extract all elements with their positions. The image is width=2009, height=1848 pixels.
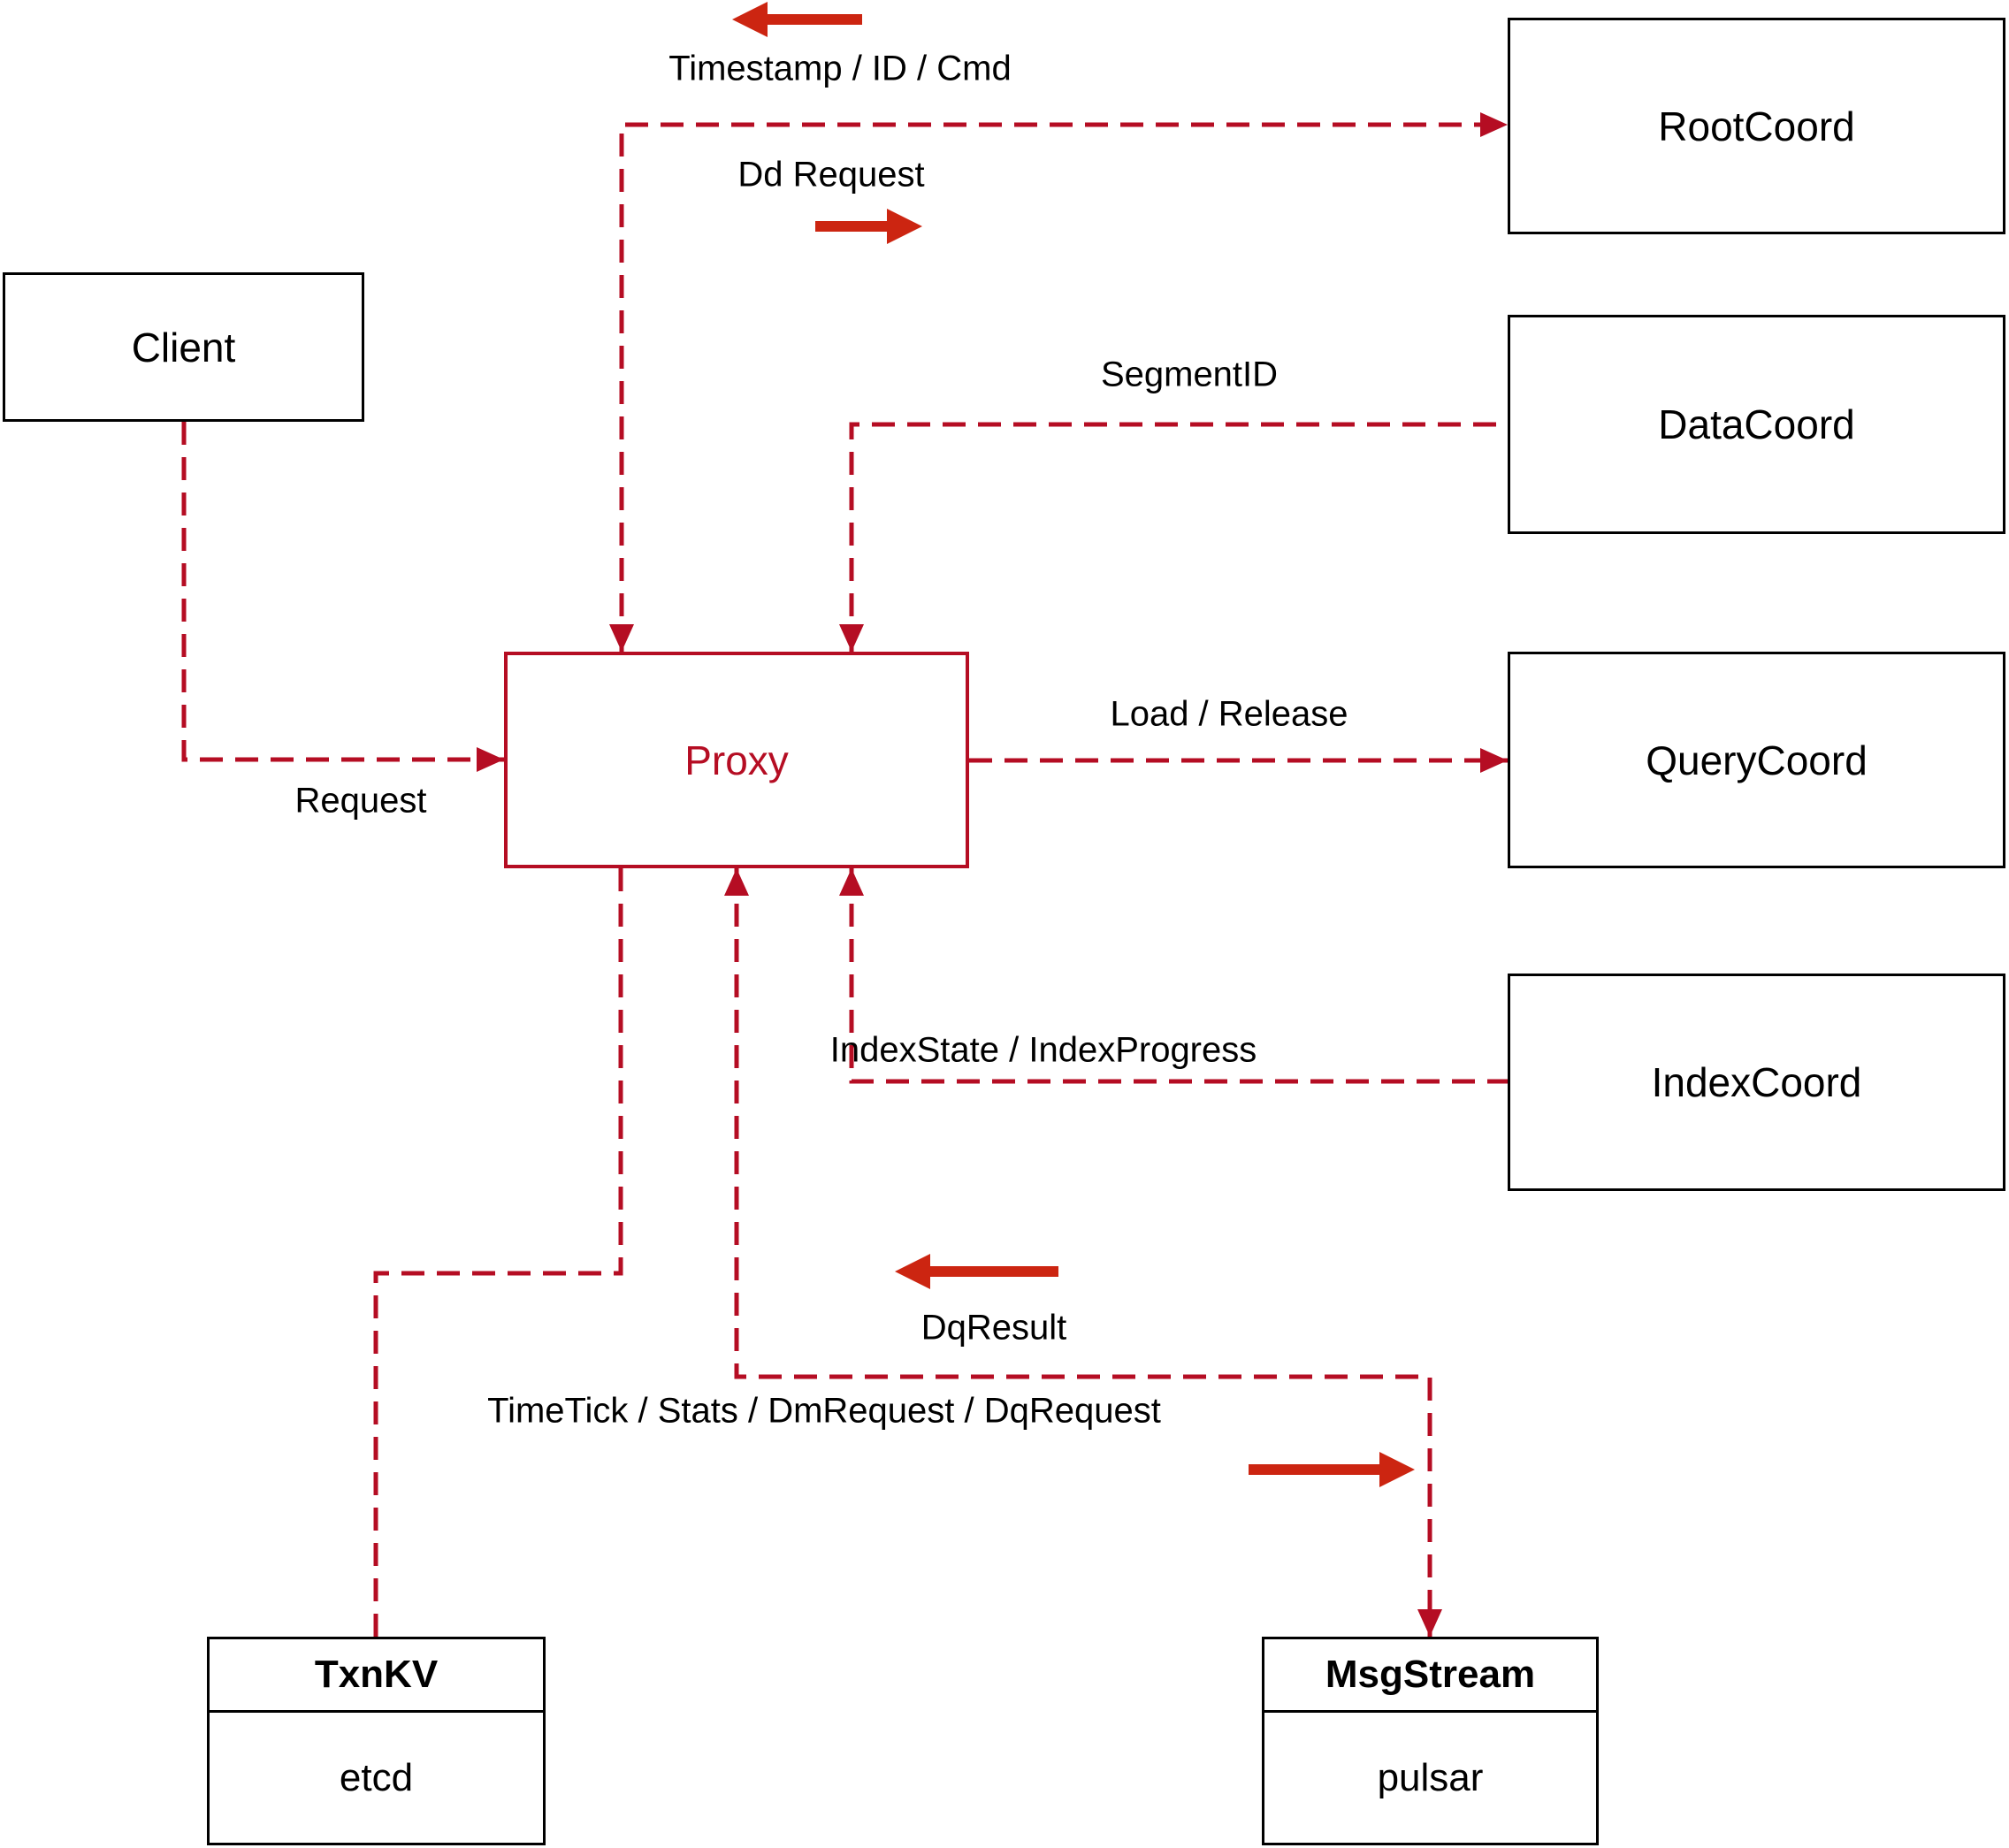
- left-direction-arrow-icon: [895, 1254, 1058, 1289]
- arrowhead-into-proxy-bottom-mid: [724, 868, 749, 896]
- arrowhead-into-proxy-left: [477, 747, 504, 772]
- edge-label-timestamp-id-cmd: Timestamp / ID / Cmd: [668, 49, 1012, 88]
- arrowhead-into-proxy-top-right: [839, 624, 864, 652]
- node-rootcoord: RootCoord: [1508, 18, 2005, 234]
- arrowhead-into-proxy-bottom-right: [839, 868, 864, 896]
- edge-label-segment-id: SegmentID: [1100, 355, 1279, 394]
- node-datacoord: DataCoord: [1508, 315, 2005, 534]
- edge-indexcoord-proxy: [849, 868, 1508, 1084]
- node-rootcoord-label: RootCoord: [1658, 103, 1855, 149]
- left-direction-arrow-icon: [732, 2, 862, 37]
- edge-label-timetick-stats-dmrequest-dqrequest: TimeTick / Stats / DmRequest / DqRequest: [487, 1391, 1161, 1431]
- arrowhead-into-rootcoord: [1480, 112, 1508, 137]
- edge-label-load-release: Load / Release: [1110, 694, 1348, 734]
- node-proxy-label: Proxy: [684, 737, 789, 783]
- node-datacoord-label: DataCoord: [1658, 401, 1855, 447]
- edge-label-dd-request: Dd Request: [737, 155, 925, 195]
- node-msgstream: MsgStream pulsar: [1262, 1637, 1599, 1845]
- edge-client-proxy: [181, 422, 504, 762]
- node-client: Client: [3, 272, 364, 422]
- right-direction-arrow-icon: [1249, 1452, 1415, 1487]
- right-direction-arrow-icon: [815, 209, 922, 244]
- edge-datacoord-proxy: [849, 422, 1508, 652]
- node-client-label: Client: [131, 324, 236, 370]
- node-msgstream-subtitle: pulsar: [1377, 1755, 1484, 1799]
- node-txnkv: TxnKV etcd: [207, 1637, 546, 1845]
- node-msgstream-title: MsgStream: [1264, 1639, 1596, 1713]
- node-querycoord-label: QueryCoord: [1646, 737, 1868, 783]
- node-proxy: Proxy: [504, 652, 969, 868]
- edge-proxy-rootcoord: [619, 122, 1508, 652]
- node-txnkv-subtitle: etcd: [339, 1755, 414, 1799]
- edge-label-request: Request: [294, 781, 427, 821]
- node-indexcoord-label: IndexCoord: [1651, 1059, 1862, 1105]
- node-indexcoord: IndexCoord: [1508, 974, 2005, 1191]
- edge-label-dqresult: DqResult: [920, 1308, 1067, 1348]
- node-querycoord: QueryCoord: [1508, 652, 2005, 868]
- edge-proxy-msgstream: [734, 868, 1432, 1637]
- node-txnkv-title: TxnKV: [210, 1639, 543, 1713]
- arrowhead-into-msgstream: [1417, 1609, 1442, 1637]
- arrowhead-into-querycoord: [1480, 748, 1508, 773]
- edge-label-indexstate-indexprogress: IndexState / IndexProgress: [829, 1030, 1257, 1070]
- arrowhead-into-proxy-top-left: [609, 624, 634, 652]
- edge-proxy-txnkv: [373, 868, 623, 1637]
